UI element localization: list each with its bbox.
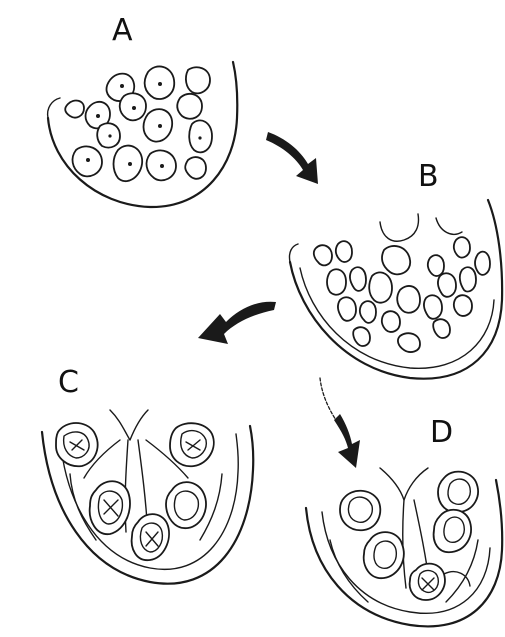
arrow-b-to-d — [320, 378, 360, 468]
panel-d-label: D — [430, 415, 453, 450]
arrow-a-to-b — [266, 132, 318, 184]
panel-c: C — [42, 365, 253, 584]
curved-arrow-icon — [320, 378, 360, 468]
panel-b-tissue — [289, 200, 502, 379]
panel-b-cells — [314, 214, 490, 352]
panel-d: D — [306, 415, 502, 626]
panel-c-label: C — [58, 365, 79, 400]
panel-a-label: A — [112, 13, 133, 48]
panel-d-tissue — [306, 468, 502, 626]
arrow-b-to-c — [198, 302, 276, 344]
panel-b: B — [289, 159, 502, 379]
panel-b-label: B — [418, 159, 439, 194]
panel-a: A — [48, 13, 238, 207]
panel-a-cells — [65, 66, 212, 181]
panel-a-tissue — [48, 62, 238, 207]
curved-arrow-icon — [266, 132, 318, 184]
panel-c-tissue — [42, 410, 253, 584]
curved-arrow-icon — [198, 302, 276, 344]
